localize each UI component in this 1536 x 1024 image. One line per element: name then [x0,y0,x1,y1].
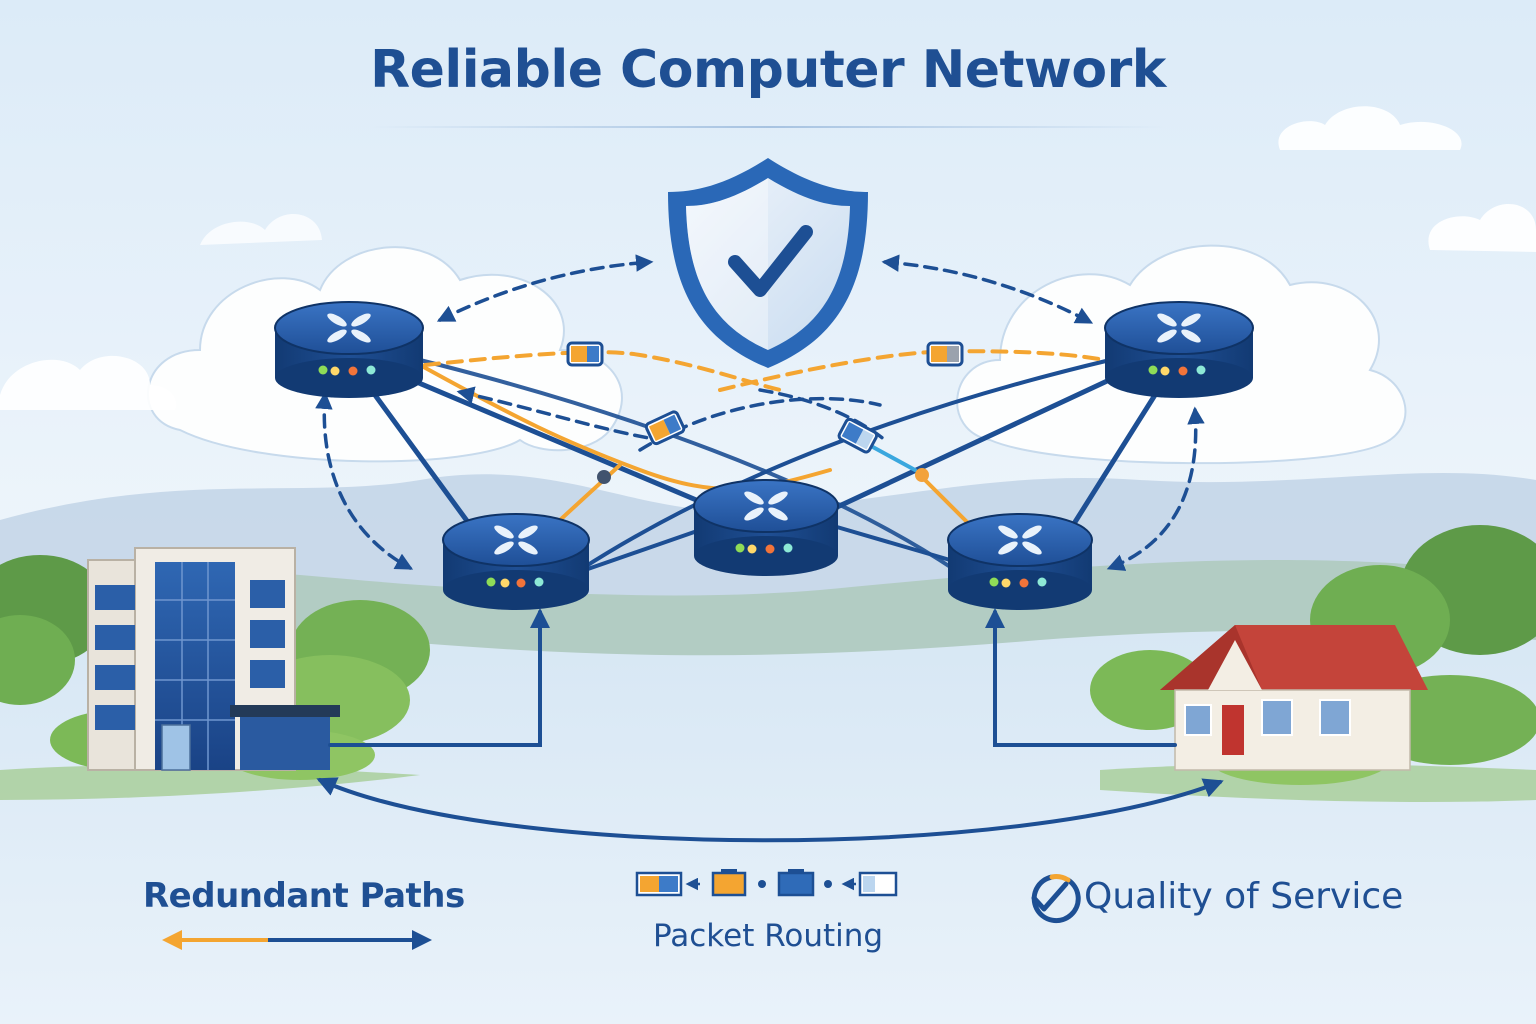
office-building-icon [87,547,340,771]
link-tr-center [817,372,1123,518]
uplink-building [328,608,550,747]
packet-icon [837,417,879,454]
title-divider [370,126,1166,128]
dashed-arc-right-side [1106,406,1205,571]
router-nodes [274,301,1254,610]
link-ml-tr [578,358,1112,572]
link-ml-center [583,528,702,572]
shield-check-icon [668,158,868,368]
router-icon-mid-right [947,513,1093,610]
packet-routing-label: Packet Routing [652,918,884,954]
house-icon [1160,625,1428,771]
packet-icon [644,410,686,446]
dashed-arc-tl-shield [436,254,654,322]
packet-icon [926,341,964,367]
dashed-orange-arc-left [423,350,782,392]
link-tl-center [397,372,723,513]
orange-link-mr [918,473,972,527]
router-icon-mid-left [442,513,590,610]
uplink-house [985,608,1177,747]
dashed-blue-left [456,386,662,442]
page-title: Reliable Computer Network [370,40,1166,100]
router-icon-center [693,479,839,576]
router-icon-top-left [274,301,424,398]
quality-of-service-label: Quality of Service [1084,876,1404,917]
dashed-arc-left-side [315,391,414,570]
check-circle-icon [1031,874,1081,924]
bottom-arc [316,777,1224,843]
packet-icons [566,341,964,454]
packet-icon [566,341,604,367]
dashed-blue-right [638,396,882,452]
background-landscape [0,472,1536,1024]
link-mr-center [828,523,952,562]
link-mr-tl [418,358,957,572]
dashed-arc-tr-shield [881,254,1094,324]
router-icon-top-right [1104,301,1254,398]
packet-routing-icon [635,869,898,897]
redundant-paths-label: Redundant Paths [143,876,465,916]
